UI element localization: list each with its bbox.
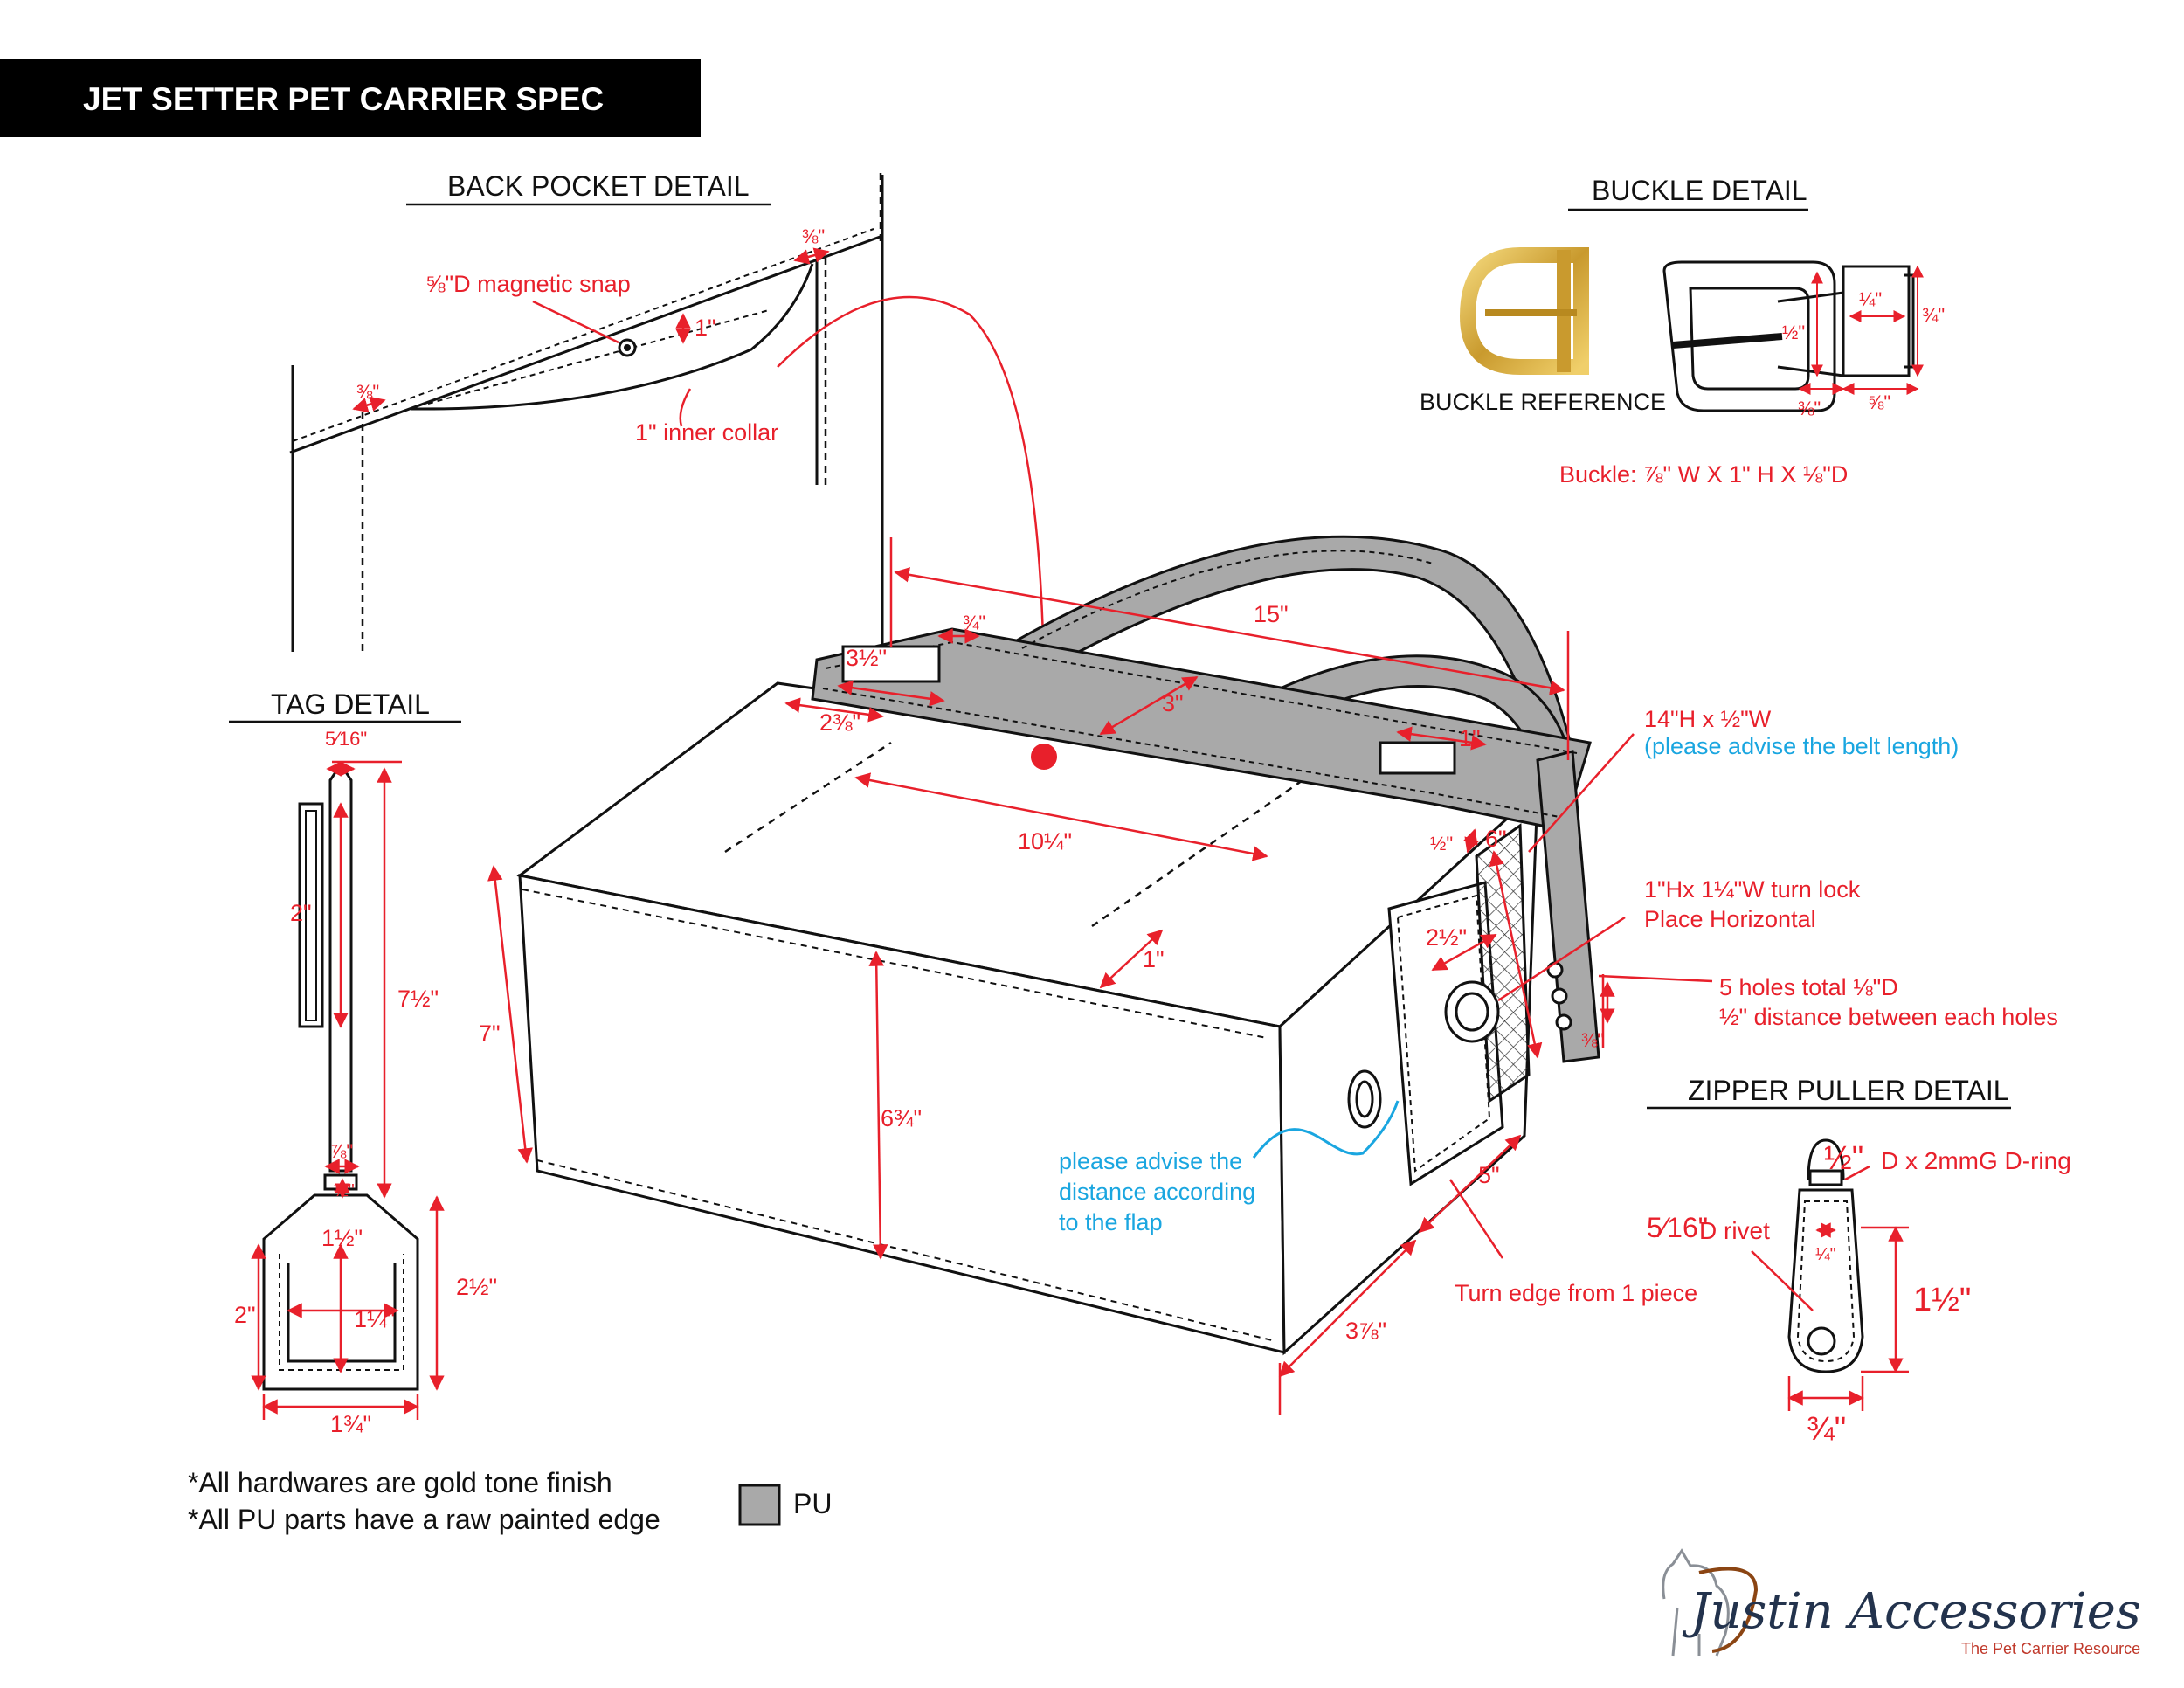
brand-name: Justin Accessories	[1690, 1583, 2141, 1640]
buckle-spec: Buckle: ⅞" W X 1" H X ⅛"D	[1559, 461, 1849, 488]
buckle-title: BUCKLE DETAIL	[1592, 175, 1807, 206]
back-pocket-drawing	[289, 173, 884, 654]
bag-dim-15: 15"	[1254, 601, 1289, 627]
flap-comment-3: to the flap	[1059, 1209, 1163, 1235]
tag-dim-1-3-4: 1¾"	[330, 1411, 372, 1437]
turn-lock-spec: 1"Hx 1¼"W turn lock	[1644, 876, 1861, 903]
zipper-dim-1-1-2: 1½"	[1913, 1282, 1972, 1318]
bag-dim-3: 3"	[1162, 690, 1184, 716]
pocket-dim-3-8-top: ⅜"	[802, 225, 826, 247]
tag-dim-5-16: 5⁄16"	[325, 728, 368, 750]
buckle-dim-5-8: ⅝"	[1868, 391, 1891, 413]
bag-dim-3-8-side: ⅜"	[1581, 1029, 1605, 1051]
collar-label: 1" inner collar	[635, 419, 779, 446]
holes-distance: ½" distance between each holes	[1719, 1004, 2058, 1030]
brand-tagline: The Pet Carrier Resource	[1961, 1640, 2141, 1657]
zipper-puller-drawing	[1787, 1138, 1864, 1373]
tag-dim-2-low: 2"	[234, 1302, 256, 1328]
dring-dim: ½"	[1824, 1140, 1864, 1177]
buckle-drawing	[1662, 260, 1915, 412]
rivet-label: D rivet	[1699, 1217, 1770, 1244]
bag-dim-2-3-8: 2⅜"	[819, 709, 861, 736]
turn-edge-note: Turn edge from 1 piece	[1455, 1280, 1698, 1306]
bag-dim-1-strap: 1"	[1459, 725, 1481, 751]
page-title: JET SETTER PET CARRIER SPEC	[83, 81, 605, 117]
bag-dim-7: 7"	[479, 1020, 501, 1047]
bag-dim-10-1-4: 10¼"	[1018, 828, 1073, 854]
pocket-dim-1: 1"	[695, 315, 716, 341]
bag-dim-3-4: ¾"	[963, 612, 986, 633]
bag-dim-5: 5"	[1478, 1162, 1500, 1188]
tag-dim-1-1-4: 1¼"	[354, 1306, 396, 1332]
brand-underline	[1698, 1567, 1759, 1653]
dog-logo-icon	[1662, 1548, 1730, 1657]
snap-label: ⅝"D magnetic snap	[425, 271, 631, 297]
buckle-dim-1-2: ½"	[1782, 322, 1806, 343]
rivet-dim: 5⁄16"	[1647, 1212, 1709, 1243]
tag-dim-1-1-2: 1½"	[321, 1225, 363, 1251]
tag-dim-1-2: ½"	[334, 1181, 355, 1200]
buckle-dim-3-8: ⅜"	[1798, 398, 1821, 419]
belt-comment: (please advise the belt length)	[1644, 733, 1959, 759]
bag-dim-3-1-2: 3½"	[846, 645, 888, 671]
bag-dim-6: 6"	[1485, 826, 1507, 852]
flap-comment-2: distance according	[1059, 1179, 1256, 1205]
flap-comment-1: please advise the	[1059, 1148, 1243, 1174]
bag-dim-1-2-top: ½"	[1430, 833, 1454, 854]
holes-spec: 5 holes total ⅛"D	[1719, 974, 1898, 1000]
tag-dim-7-8: ⅞"	[330, 1140, 354, 1162]
tag-dim-7-1-2: 7½"	[397, 986, 439, 1012]
buckle-reference-label: BUCKLE REFERENCE	[1420, 389, 1667, 415]
pu-legend-swatch	[738, 1484, 781, 1526]
note-pu-edge: *All PU parts have a raw painted edge	[188, 1504, 660, 1535]
bag-dim-1-side: 1"	[1143, 946, 1165, 972]
bag-dim-3-7-8: 3⅞"	[1345, 1318, 1387, 1344]
tag-dim-2: 2"	[290, 900, 312, 926]
title-bar	[0, 59, 701, 137]
dring-label: D x 2mmG D-ring	[1881, 1147, 2071, 1174]
turn-lock-placement: Place Horizontal	[1644, 906, 1816, 932]
back-pocket-title: BACK POCKET DETAIL	[447, 170, 750, 202]
bag-dim-2-1-2: 2½"	[1426, 924, 1468, 951]
tag-dim-2-1-2: 2½"	[456, 1274, 498, 1300]
belt-spec: 14"H x ½"W	[1644, 706, 1772, 732]
bag-dim-6-3-4: 6¾"	[881, 1105, 923, 1131]
pu-legend-label: PU	[793, 1488, 833, 1519]
zipper-dim-3-4: ¾"	[1807, 1411, 1847, 1448]
zipper-dim-1-4: ¼"	[1815, 1245, 1836, 1264]
buckle-dim-1-4: ¼"	[1859, 288, 1883, 310]
tag-title: TAG DETAIL	[271, 688, 430, 720]
zipper-title: ZIPPER PULLER DETAIL	[1688, 1075, 2009, 1106]
note-hardware: *All hardwares are gold tone finish	[188, 1467, 612, 1498]
pocket-dim-3-8-left: ⅜"	[356, 381, 380, 403]
buckle-dim-3-4: ¾"	[1922, 304, 1946, 326]
buckle-reference-image	[1459, 247, 1589, 375]
